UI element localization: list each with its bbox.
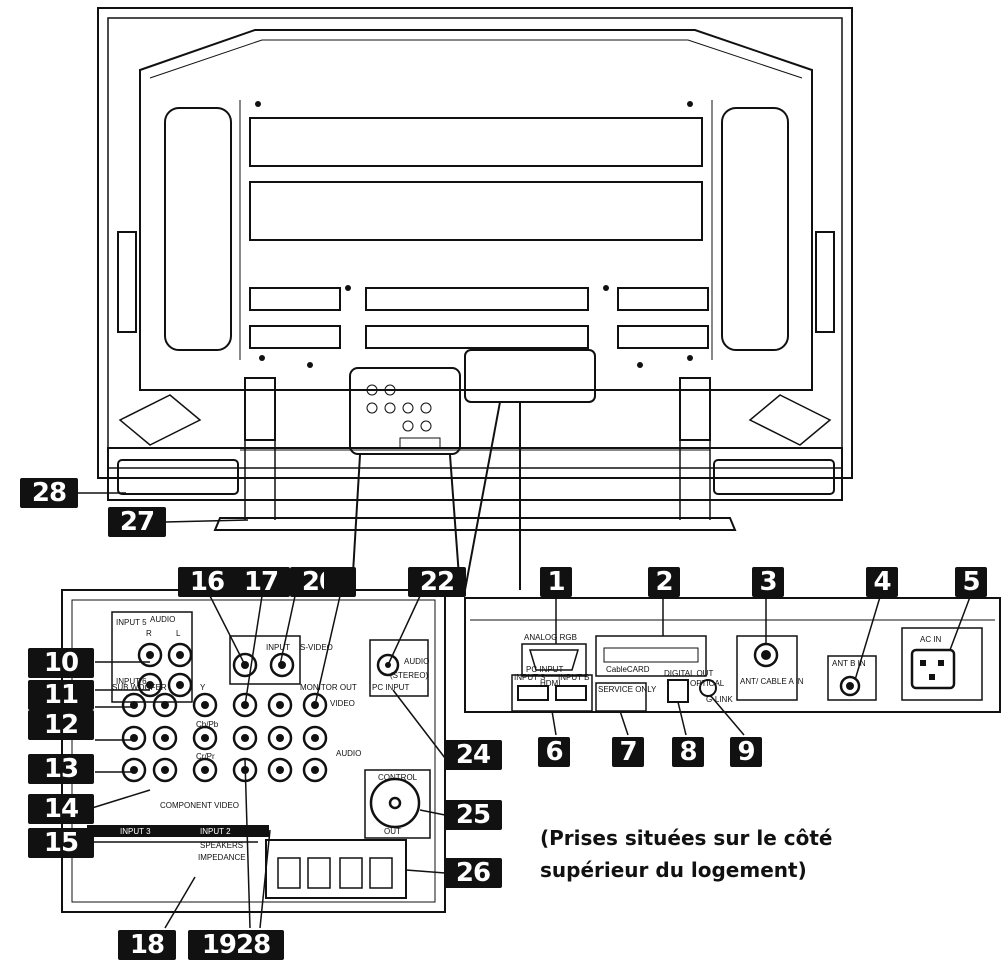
tv-outer-frame <box>97 7 853 479</box>
callout-13: 13 <box>28 754 94 784</box>
callout-12: 12 <box>28 710 94 740</box>
callout-9: 9 <box>730 737 762 767</box>
left-terminal-panel <box>61 589 446 913</box>
label-hdmi: HDMI <box>540 679 560 688</box>
middle-panel <box>249 181 703 241</box>
callout-1928: 1928 <box>188 930 284 960</box>
right-grille <box>721 107 789 351</box>
callout-7: 7 <box>612 737 644 767</box>
callout-16: 16 <box>178 567 236 597</box>
label-input6: INPUT 6 <box>116 677 147 686</box>
label-service-only: SERVICE ONLY <box>598 685 657 694</box>
label-stereo: (STEREO) <box>390 671 429 680</box>
callout-10: 10 <box>28 648 94 678</box>
label-cr: Cr/Pr <box>196 752 215 761</box>
label-audio-stereo: AUDIO <box>404 657 429 666</box>
label-input-s: INPUT S <box>514 673 545 682</box>
upper-panel <box>249 117 703 167</box>
label-digital-out: DIGITAL OUT <box>664 669 713 678</box>
callout-6: 6 <box>538 737 570 767</box>
callout-4: 4 <box>866 567 898 597</box>
label-analog-rgb: ANALOG RGB <box>524 633 577 642</box>
label-g-link: G-LINK <box>706 695 733 704</box>
label-cb: Cb/Pb <box>196 720 219 729</box>
label-input2: INPUT 2 <box>200 827 231 836</box>
left-grille <box>164 107 232 351</box>
label-l: L <box>176 629 181 638</box>
label-control: CONTROL <box>378 773 418 782</box>
caption-line-1: (Prises situées sur le côté <box>540 826 833 850</box>
speaker-bar <box>107 447 843 501</box>
callout-21 <box>324 567 356 597</box>
callout-1: 1 <box>540 567 572 597</box>
label-audio-right: AUDIO <box>336 749 361 758</box>
label-input3: INPUT 3 <box>120 827 151 836</box>
callout-14: 14 <box>28 794 94 824</box>
callout-11: 11 <box>28 680 94 710</box>
label-monitor-out: MONITOR OUT <box>300 683 357 692</box>
label-audio: AUDIO <box>150 615 175 624</box>
callout-26: 26 <box>444 858 502 888</box>
label-optical: OPTICAL <box>690 679 725 688</box>
label-r: R <box>146 629 152 638</box>
callout-24: 24 <box>444 740 502 770</box>
callout-8: 8 <box>672 737 704 767</box>
caption: (Prises situées sur le côté supérieur du… <box>540 822 840 886</box>
callout-2: 2 <box>648 567 680 597</box>
label-input-b: INPUT B <box>558 673 589 682</box>
callout-5: 5 <box>955 567 987 597</box>
terminal-area-left <box>349 367 461 455</box>
label-s-video: S-VIDEO <box>300 643 333 652</box>
label-video: VIDEO <box>330 699 355 708</box>
label-ant-cable-a: ANT/ CABLE A IN <box>740 677 804 686</box>
label-ant-b: ANT B IN <box>832 659 866 668</box>
label-impedance: IMPEDANCE <box>198 853 246 862</box>
callout-27: 27 <box>108 507 166 537</box>
label-speakers: SPEAKERS <box>200 841 243 850</box>
label-ac-in: AC IN <box>920 635 942 644</box>
callout-15: 15 <box>28 828 94 858</box>
label-y: Y <box>200 683 206 692</box>
label-pc-input: PC INPUT <box>372 683 409 692</box>
callout-22: 22 <box>408 567 466 597</box>
label-input5: INPUT 5 <box>116 618 147 627</box>
label-cablecard: CableCARD <box>606 665 650 674</box>
callout-18: 18 <box>118 930 176 960</box>
label-sub-woofer: SUB WOOFER <box>112 683 167 692</box>
callout-17: 17 <box>232 567 290 597</box>
terminal-area-top <box>464 349 596 403</box>
callout-28: 28 <box>20 478 78 508</box>
stand-base <box>213 517 737 531</box>
caption-line-2: supérieur du logement) <box>540 858 807 882</box>
callout-25: 25 <box>444 800 502 830</box>
right-terminal-panel <box>464 597 1001 713</box>
callout-3: 3 <box>752 567 784 597</box>
label-out: OUT <box>384 827 401 836</box>
label-component-video: COMPONENT VIDEO <box>160 801 239 810</box>
rear-cover <box>139 29 813 391</box>
label-input: INPUT <box>266 643 290 652</box>
label-pc-input-right: PC INPUT <box>526 665 563 674</box>
